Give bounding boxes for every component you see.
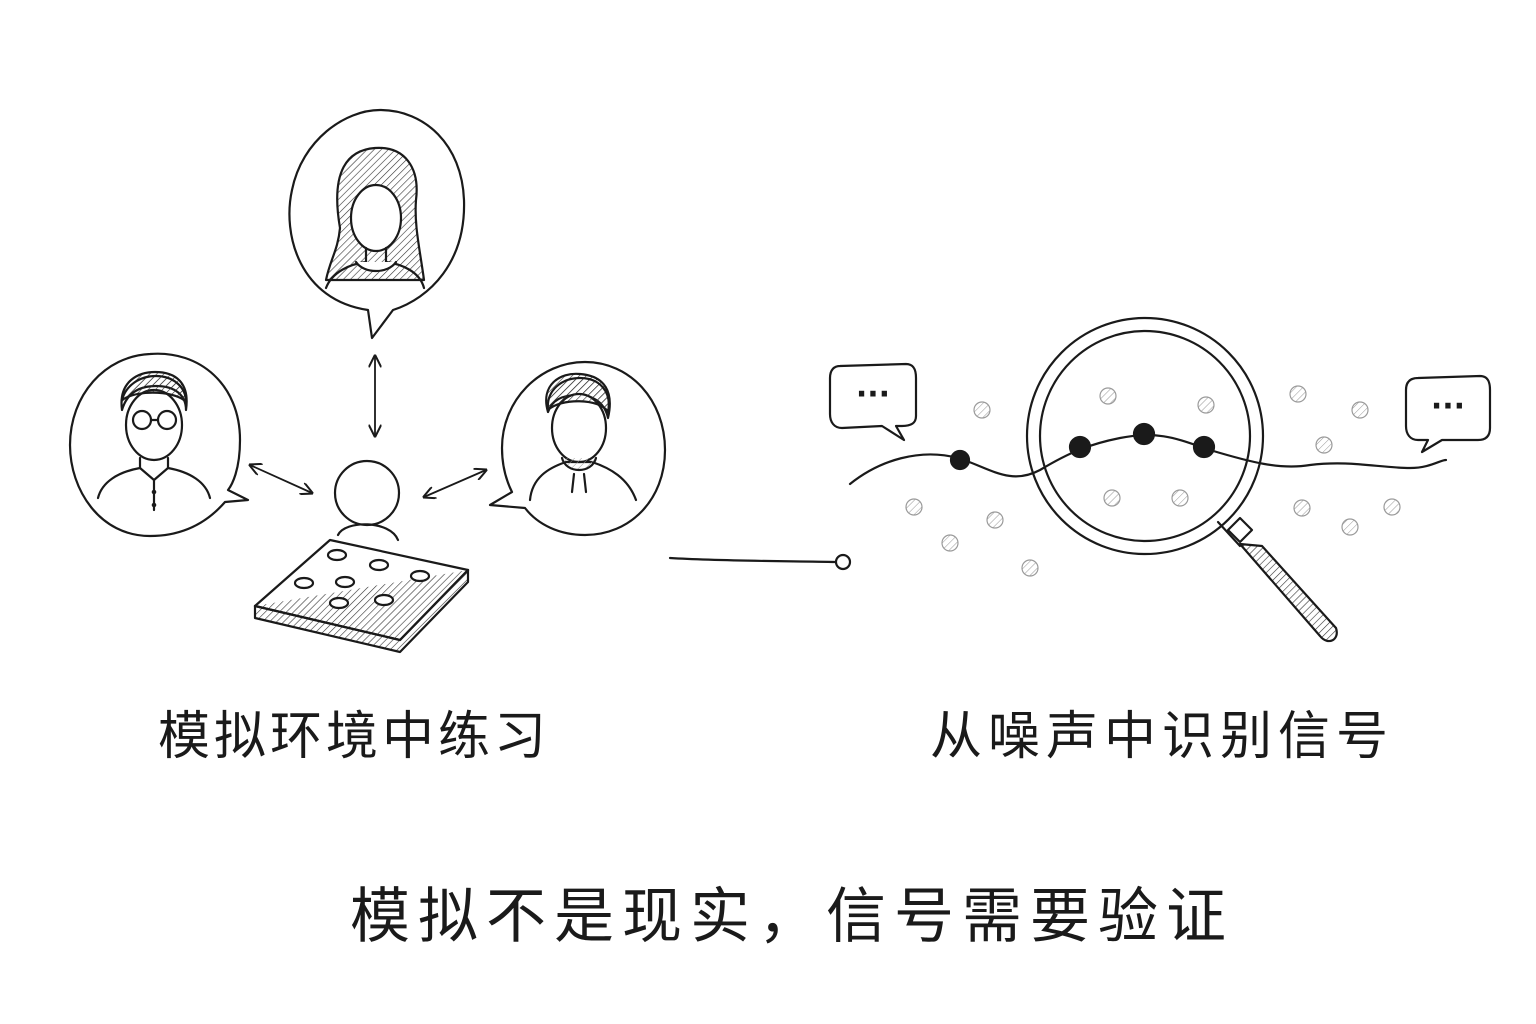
interaction-arrows (250, 356, 486, 497)
left-bubble-ellipsis: ··· (856, 377, 890, 412)
man-glasses-avatar-icon (96, 370, 212, 512)
woman-avatar-icon (324, 146, 426, 290)
right-speech-bubble-icon (1404, 374, 1492, 454)
right-bubble-ellipsis: ··· (1431, 389, 1465, 424)
caption-left: 模拟环境中练习 (158, 707, 551, 767)
magnifying-glass-icon (1025, 316, 1338, 643)
learner-figure-icon (333, 459, 401, 542)
practice-board-icon (253, 538, 470, 654)
caption-main: 模拟不是现实，信号需要验证 (350, 882, 1234, 952)
connector-line (668, 553, 852, 571)
caption-right: 从噪声中识别信号 (930, 707, 1395, 767)
noise-dots (905, 385, 1401, 577)
man-hoodie-avatar-icon (528, 372, 638, 502)
left-speech-bubble-icon (828, 362, 918, 442)
signal-dots (949, 422, 1216, 471)
